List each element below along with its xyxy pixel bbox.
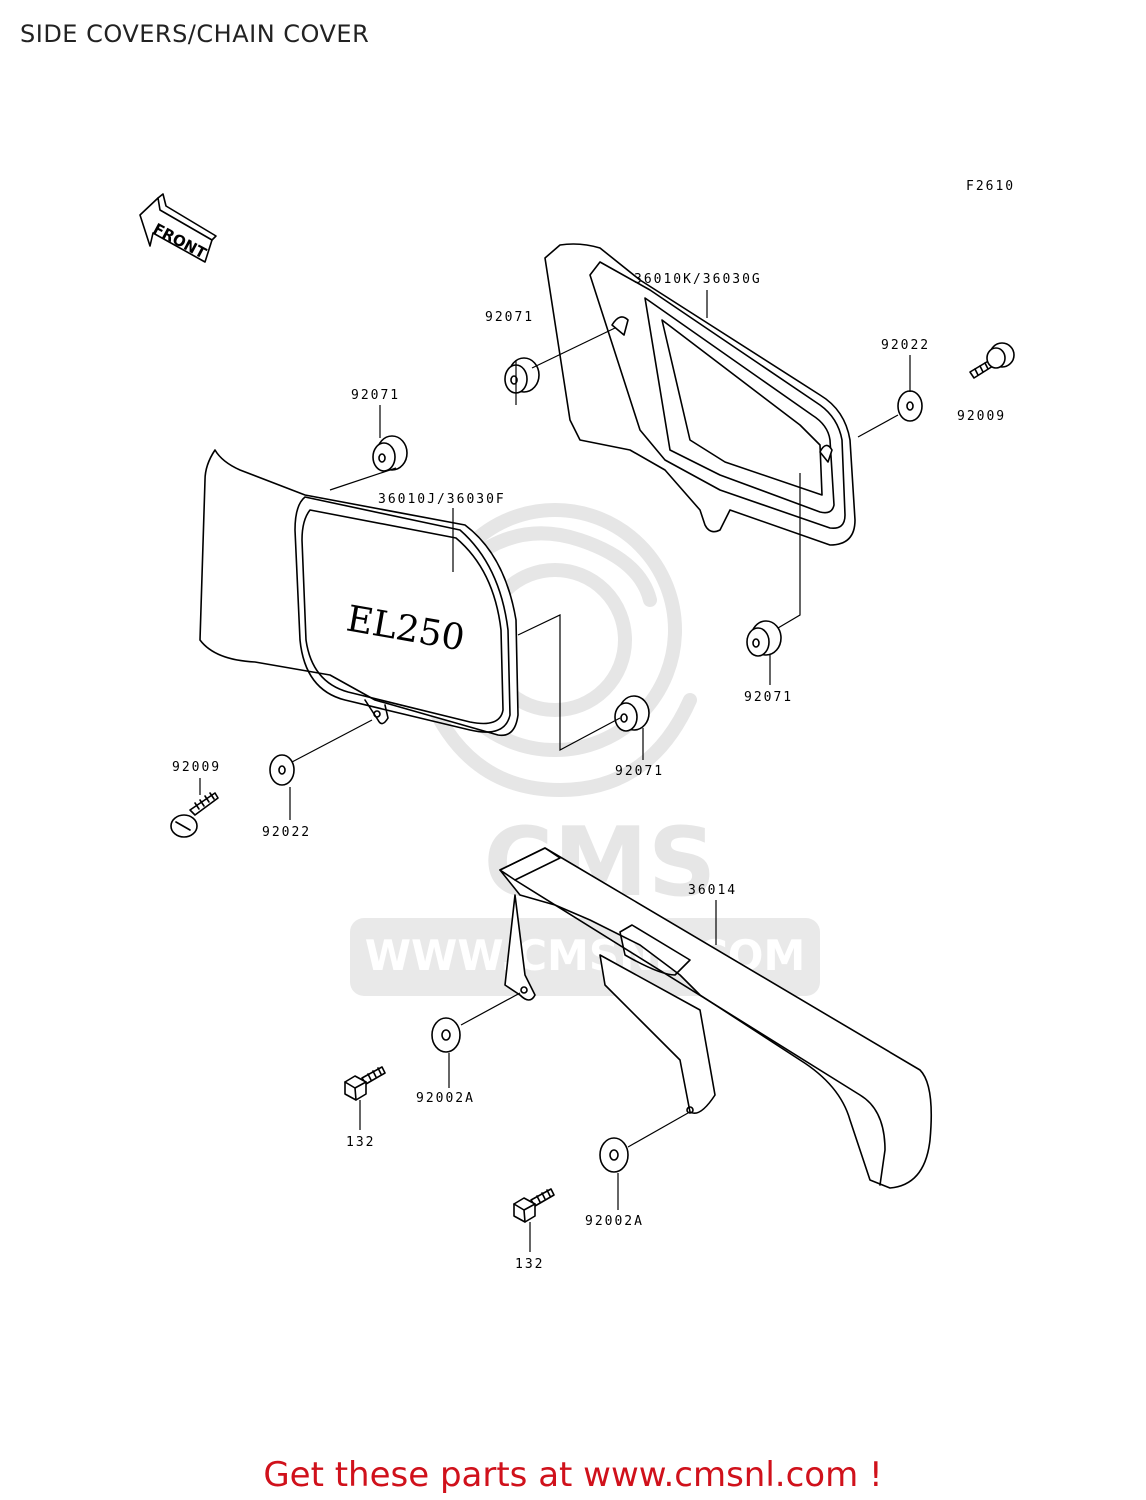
leader-lines [199, 290, 911, 1252]
label-washer-left: 92022 [262, 825, 311, 840]
page-title: SIDE COVERS/CHAIN COVER [20, 20, 370, 48]
label-bolt-chain-upper: 132 [346, 1135, 375, 1150]
label-bolt-right: 92009 [957, 409, 1006, 424]
bolt-right-icon [969, 342, 1015, 379]
figure-code: F2610 [966, 179, 1015, 194]
washer-right-icon [897, 390, 923, 422]
bolt-chain-upper-icon [344, 1066, 386, 1101]
label-bolt-left: 92009 [172, 760, 221, 775]
label-grommet-right-lower: 92071 [744, 690, 793, 705]
label-grommet-left-lower: 92071 [615, 764, 664, 779]
label-left-cover: 36010J/36030F [378, 492, 506, 507]
grommet-left-lower-icon [614, 695, 650, 732]
right-side-cover [544, 243, 856, 546]
washer-chain-lower-icon [599, 1137, 629, 1173]
grommet-top-left-icon [372, 435, 408, 472]
label-chain-cover: 36014 [688, 883, 737, 898]
left-side-cover: EL250 [199, 449, 519, 737]
chain-cover [499, 847, 933, 1189]
washer-chain-upper-icon [431, 1017, 461, 1053]
label-grommet-top-left: 92071 [351, 388, 400, 403]
label-washer-right: 92022 [881, 338, 930, 353]
grommet-top-right-icon [504, 357, 540, 394]
front-arrow-icon: FRONT [139, 193, 217, 263]
grommet-right-lower-icon [746, 620, 782, 657]
label-grommet-top-right: 92071 [485, 310, 534, 325]
cmsnl-banner-link[interactable]: Get these parts at www.cmsnl.com ! [263, 1455, 883, 1495]
washer-left-icon [269, 754, 295, 786]
label-right-cover: 36010K/36030G [634, 272, 762, 287]
bolt-chain-lower-icon [513, 1188, 555, 1223]
label-washer-chain-upper: 92002A [416, 1091, 475, 1106]
label-washer-chain-lower: 92002A [585, 1214, 644, 1229]
label-bolt-chain-lower: 132 [515, 1257, 544, 1272]
bolt-left-icon [170, 792, 219, 838]
